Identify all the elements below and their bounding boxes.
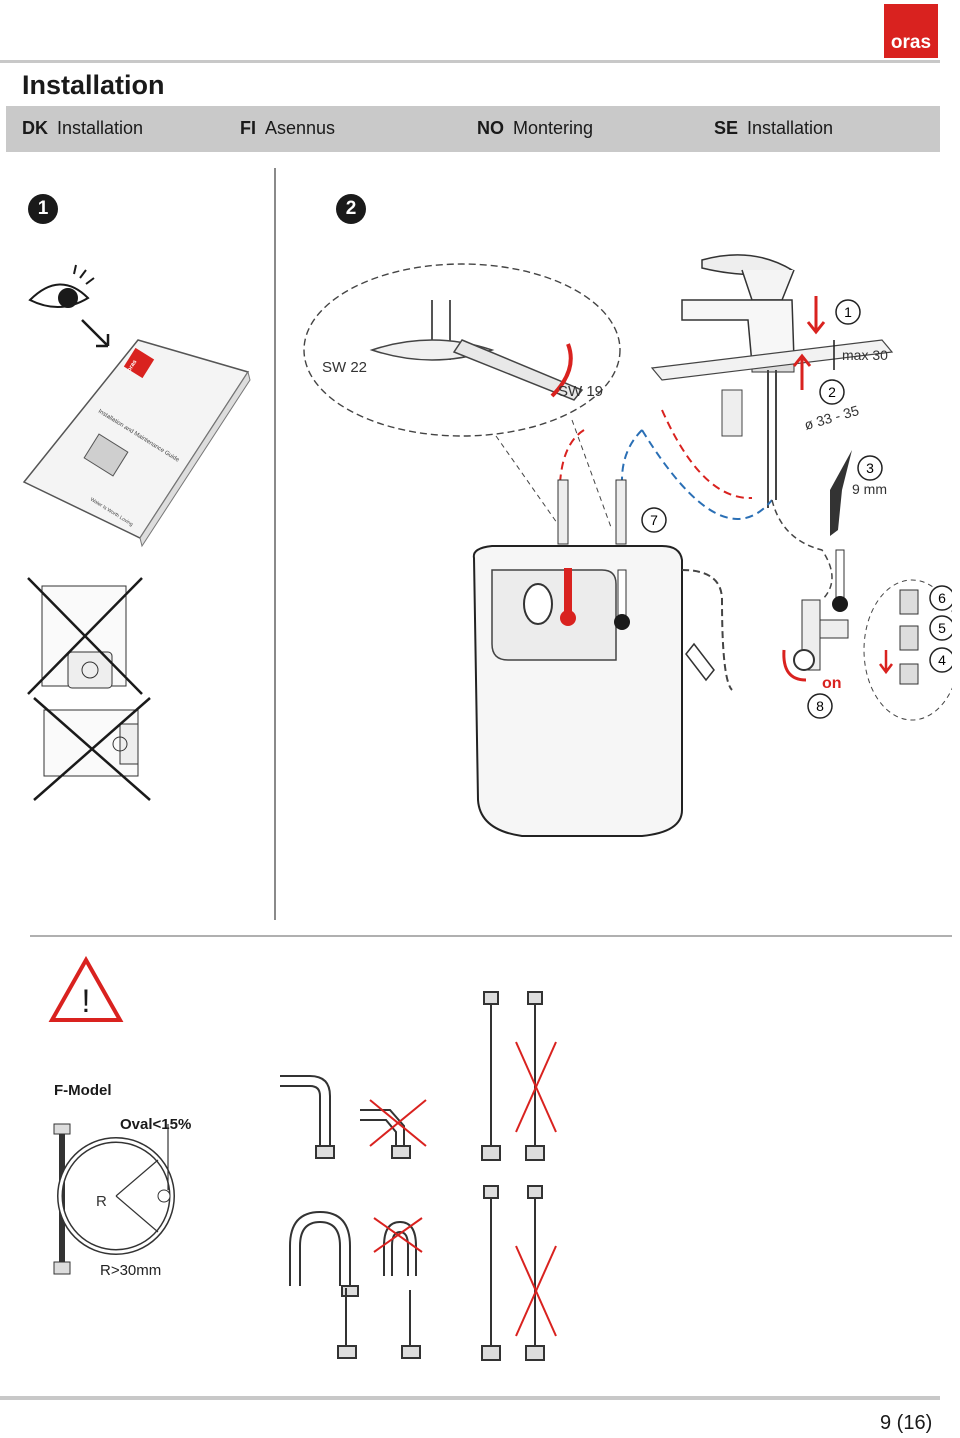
- section-divider: [30, 935, 952, 937]
- power-cable: [681, 569, 733, 691]
- svg-text:3: 3: [866, 460, 874, 476]
- step-2-diagram: SW 22 SW 19 max 30 ø 33 - 35 9 mm: [303, 254, 952, 837]
- arrow-down-right-icon: [81, 319, 110, 348]
- push-down-arrow-icon: [806, 296, 826, 335]
- page-title: Installation: [22, 70, 165, 100]
- header-rule: [0, 60, 940, 63]
- radius-label: R: [96, 1193, 107, 1210]
- max-label: max 30: [842, 347, 888, 363]
- page-number: 9 (16): [880, 1412, 933, 1434]
- callout-6: 6: [929, 585, 952, 611]
- adapter-detail-callout: [863, 579, 952, 721]
- step-1-badge: 1: [28, 194, 58, 224]
- svg-text:8: 8: [816, 698, 824, 714]
- svg-text:7: 7: [650, 512, 658, 528]
- svg-text:5: 5: [938, 620, 946, 636]
- power-plug-icon: [685, 642, 715, 682]
- oras-logo: oras: [884, 4, 938, 58]
- radius-min-label: R>30mm: [100, 1262, 162, 1279]
- wire-label: 9 mm: [852, 481, 887, 497]
- wrench-detail-callout: [303, 263, 621, 437]
- diameter-label: ø 33 - 35: [802, 402, 860, 433]
- oval-label: Oval<15%: [120, 1116, 192, 1133]
- svg-text:2: 2: [828, 384, 836, 400]
- svg-text:1: 1: [844, 304, 852, 320]
- callout-7: 7: [641, 507, 667, 533]
- screwdriver-icon: [830, 450, 852, 536]
- hot-thermometer-icon: [564, 568, 572, 614]
- hose-bending-examples: [280, 991, 557, 1361]
- warning-icon: !: [48, 956, 124, 1022]
- f-model-label: F-Model: [54, 1082, 112, 1099]
- callout-4: 4: [929, 647, 952, 673]
- wrong-mounting-side: [33, 697, 151, 801]
- svg-text:4: 4: [938, 652, 946, 668]
- sw22-label: SW 22: [322, 359, 367, 376]
- incorrect-u-bend-example: [373, 1217, 423, 1359]
- incorrect-bend-example: [360, 1099, 427, 1159]
- on-label: on: [822, 675, 842, 692]
- temperature-knob: [523, 583, 553, 625]
- manual-booklet: Installation and Maintenance Guide Water…: [22, 339, 251, 548]
- callout-8: 8: [807, 693, 833, 719]
- straight-hose-examples: [481, 991, 557, 1361]
- column-divider: [274, 168, 276, 920]
- correct-bend-example: [280, 1075, 335, 1159]
- correct-u-bend-example: [289, 1210, 359, 1359]
- sw19-label: SW 19: [558, 383, 603, 400]
- eye-icon: [28, 264, 95, 308]
- callout-2: 2: [819, 379, 845, 405]
- callout-1: 1: [835, 299, 861, 325]
- step-2-badge: 2: [336, 194, 366, 224]
- angle-valve: [782, 549, 849, 682]
- countertop: [650, 339, 894, 381]
- callout-3: 3: [857, 455, 883, 481]
- svg-text:6: 6: [938, 590, 946, 606]
- cold-thermometer-icon: [614, 614, 630, 630]
- wrong-mounting-top: [27, 577, 143, 695]
- language-bar: [6, 106, 940, 152]
- turn-arrow-icon: [550, 343, 573, 398]
- callout-5: 5: [929, 615, 952, 641]
- hose-bend-radius-diagram: R: [53, 1123, 175, 1275]
- cold-hose: [621, 429, 643, 481]
- faucet: [681, 254, 795, 373]
- step-1-illustration: Installation and Maintenance Guide Water…: [22, 264, 251, 801]
- footer-rule: [0, 1396, 940, 1400]
- water-heater: [472, 479, 683, 837]
- svg-text:!: !: [82, 983, 91, 1019]
